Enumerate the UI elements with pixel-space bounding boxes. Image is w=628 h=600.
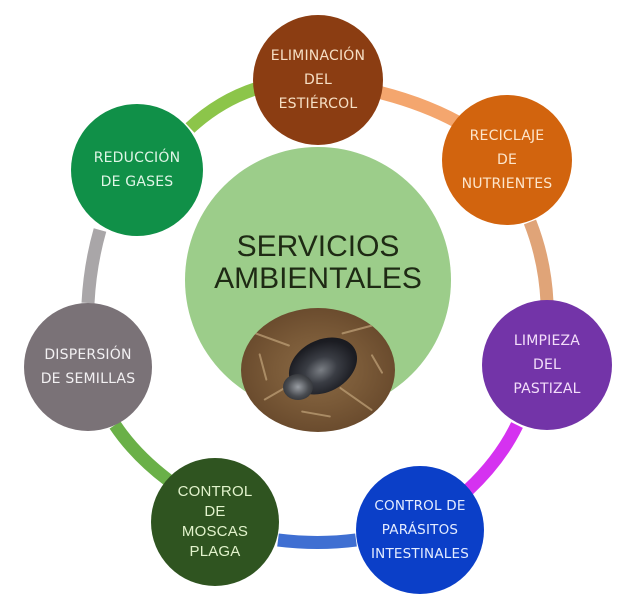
connector-reciclaje-limpieza [523,219,554,303]
node-label-line: RECICLAJE [469,128,545,144]
node-label-line: ELIMINACIÓN [270,48,366,64]
node-reduccion-de-gases: REDUCCIÓN DE GASES [71,104,203,236]
node-label-line: INTESTINALES [370,546,469,562]
node-label-line: DE SEMILLAS [40,371,136,387]
node-label-line: MOSCAS [181,523,249,540]
dung-beetle-photo [241,308,395,432]
node-limpieza-del-pastizal: LIMPIEZA DEL PASTIZAL [482,300,612,430]
node-label-line: DEL [303,72,332,88]
beetle-head [283,374,313,400]
node-label-line: CONTROL [177,483,253,500]
node-control-de-parasitos-intestinales: CONTROL DE PARÁSITOS INTESTINALES [356,466,484,594]
node-label-line: DE [496,152,517,168]
center-title-line-2: AMBIENTALES [214,262,422,295]
node-reciclaje-de-nutrientes: RECICLAJE DE NUTRIENTES [442,95,572,225]
node-label-line: NUTRIENTES [461,176,553,192]
node-eliminacion-del-estiercol: ELIMINACIÓN DEL ESTIÉRCOL [253,15,383,145]
node-label-line: DE [204,503,226,520]
node-label-line: CONTROL DE [374,498,466,514]
node-dispersion-de-semillas: DISPERSIÓN DE SEMILLAS [24,303,152,431]
node-label-line: DISPERSIÓN [44,347,132,363]
node-label-line: LIMPIEZA [513,333,581,349]
connector-reduccion-eliminacion [185,81,261,133]
connector-parasitos-moscas [277,533,357,549]
node-label-line: PASTIZAL [513,381,581,397]
node-control-de-moscas-plaga: CONTROL DE MOSCAS PLAGA [151,458,279,586]
node-label-line: PARÁSITOS [381,522,459,538]
connector-dispersion-reduccion [81,228,107,304]
center-title-line-1: SERVICIOS [236,230,400,263]
node-label-line: ESTIÉRCOL [278,96,358,112]
connector-moscas-dispersion [109,421,172,486]
connector-limpieza-parasitos [463,422,523,495]
center-title: SERVICIOS AMBIENTALES [185,231,451,295]
node-label-line: REDUCCIÓN [93,150,181,166]
node-label-line: DE GASES [100,174,174,190]
node-label-line: PLAGA [189,543,241,560]
node-label-line: DEL [532,357,561,373]
